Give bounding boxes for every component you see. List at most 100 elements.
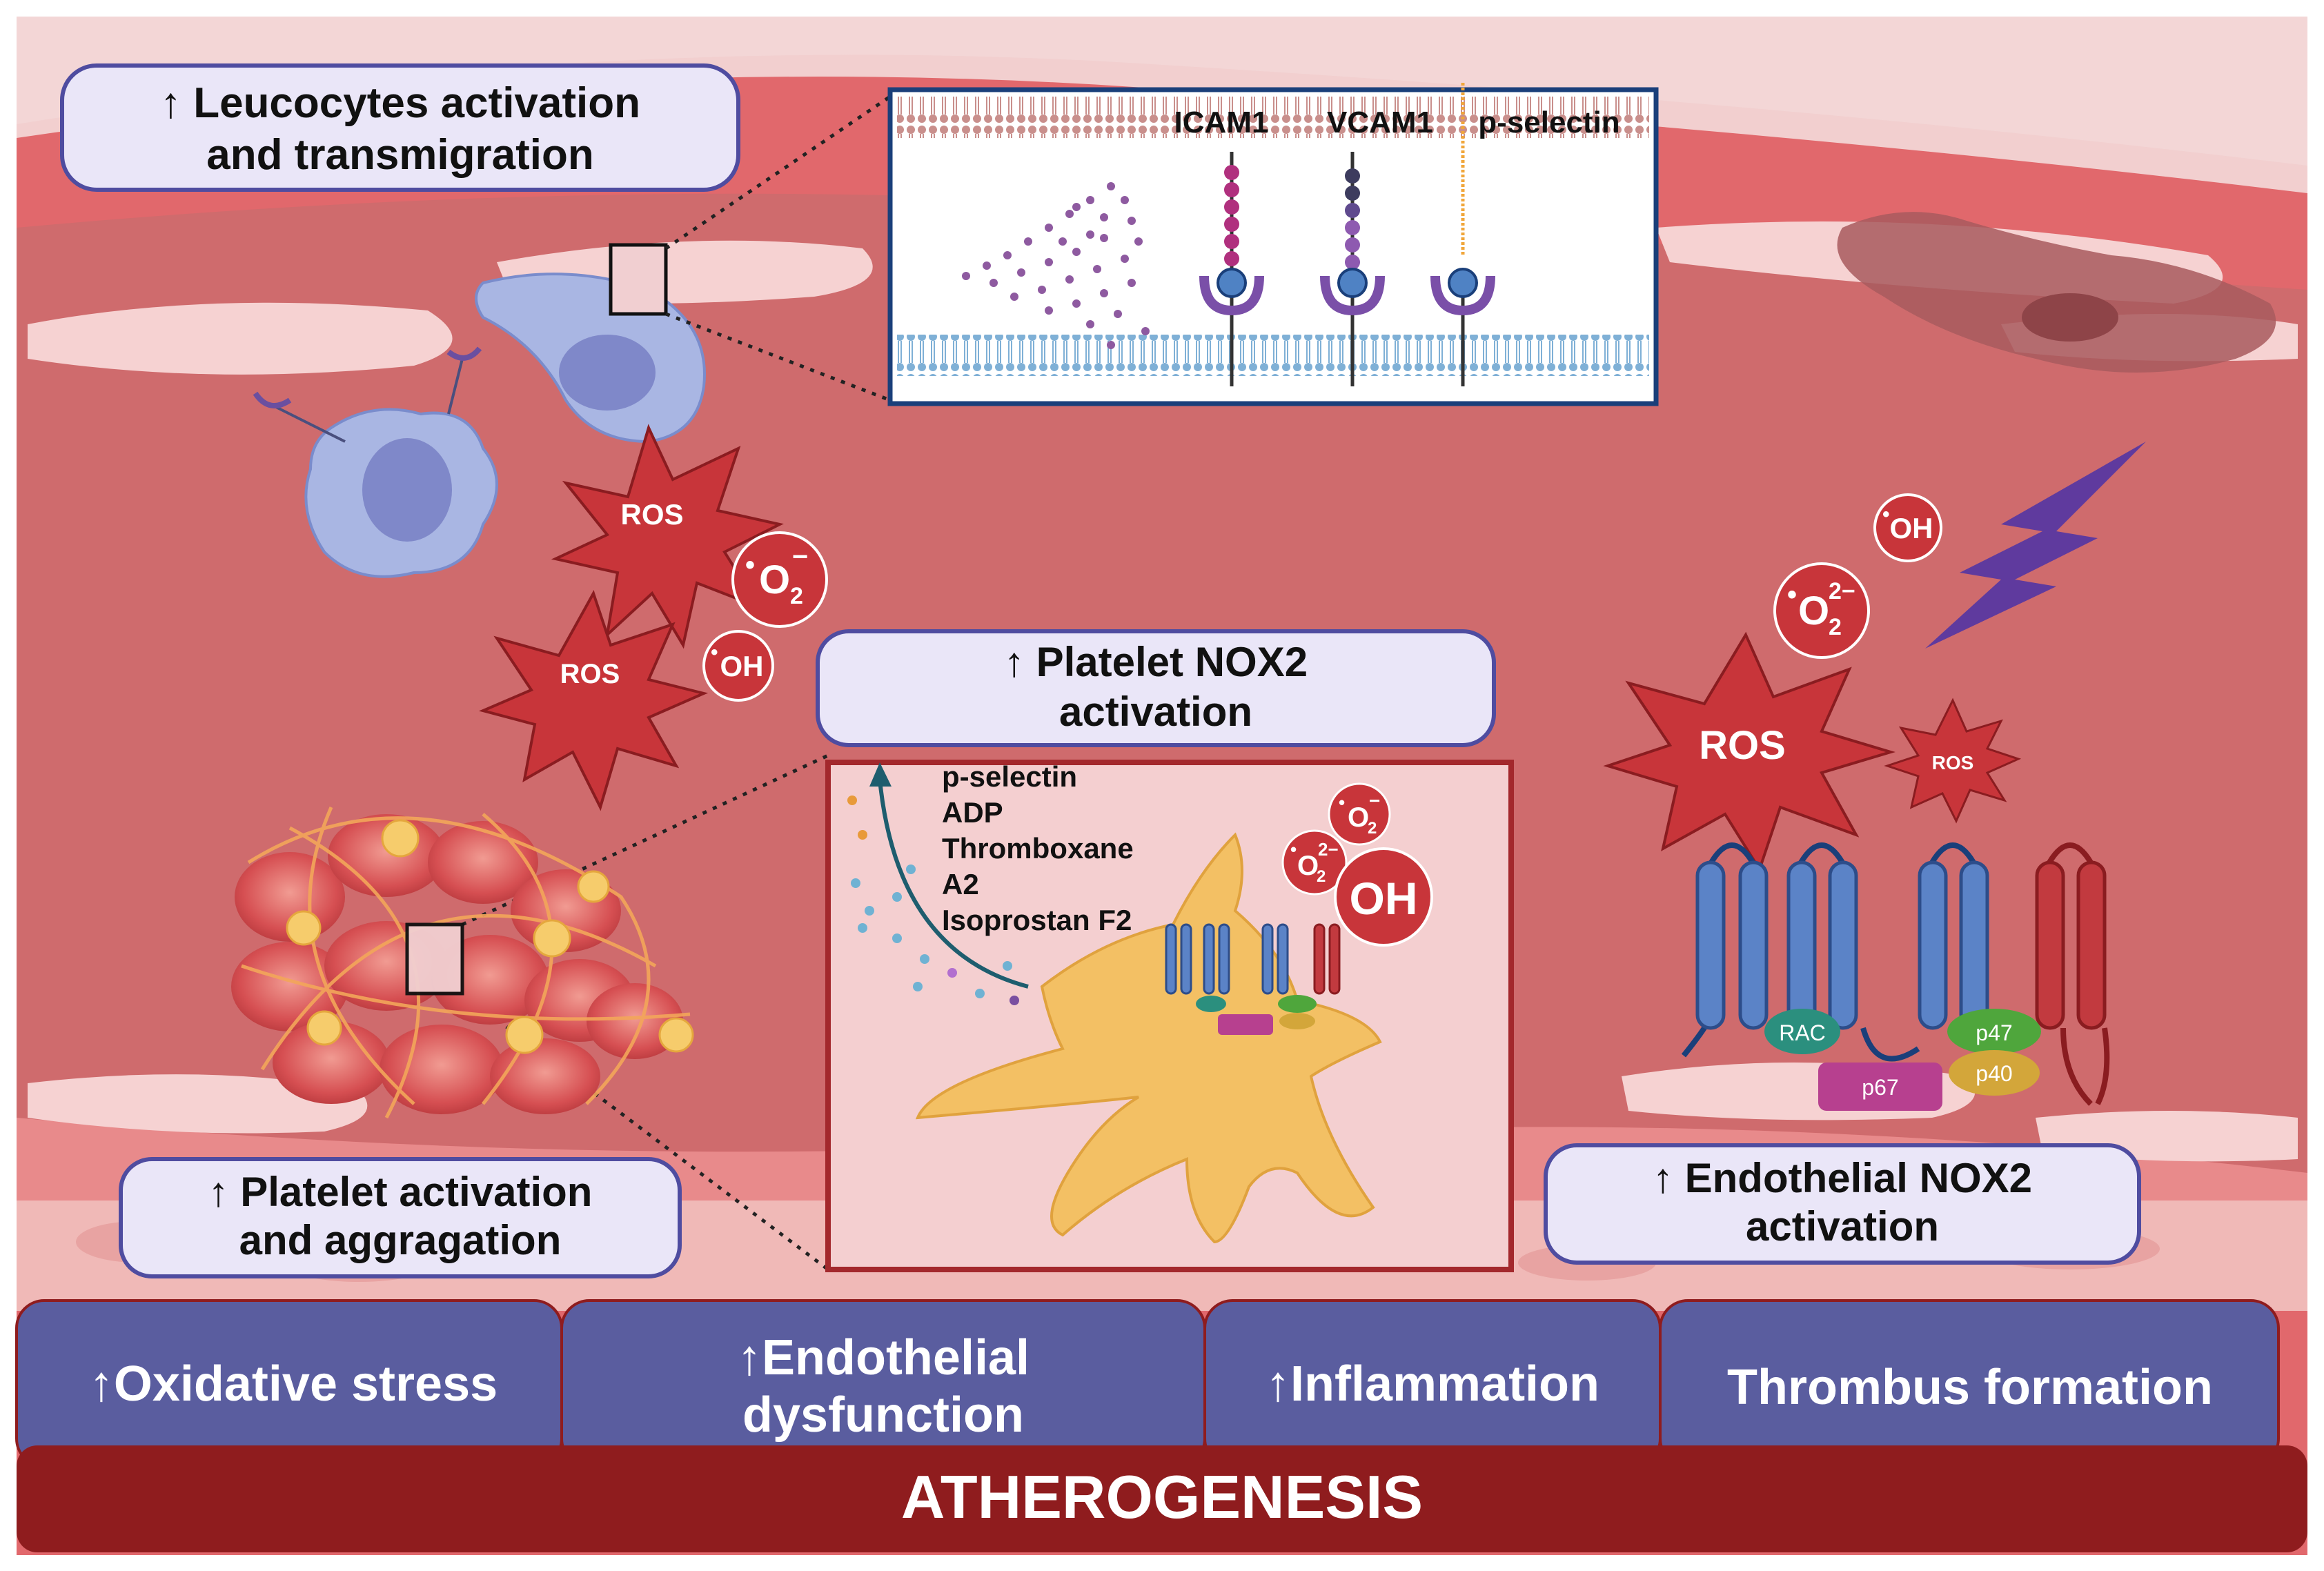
outcome-endothelial-label-line2: dysfunction bbox=[742, 1387, 1024, 1443]
mediator-label: Thromboxane bbox=[942, 832, 1134, 864]
callout-platelet-activation-line1: ↑ Platelet activation bbox=[208, 1169, 593, 1215]
outcome-endothelial-label-line1: ↑Endothelial bbox=[737, 1330, 1030, 1385]
ligand-dot bbox=[1100, 234, 1108, 242]
platelet-clot bbox=[231, 807, 694, 1119]
ligand-dot bbox=[1127, 279, 1136, 287]
granule-dot bbox=[906, 864, 916, 874]
footer-title: ATHEROGENESIS bbox=[901, 1463, 1423, 1531]
ligand-dot bbox=[962, 272, 970, 280]
granule-dot bbox=[892, 933, 902, 943]
p-selectin-receptor bbox=[1430, 83, 1495, 386]
callout-platelet-nox2-line2: activation bbox=[1059, 689, 1252, 735]
ligand-dot bbox=[1086, 196, 1094, 204]
adhesion-inset: ICAM1 VCAM1 p-selectin bbox=[887, 83, 1659, 406]
adhesion-label-vcam1: VCAM1 bbox=[1327, 106, 1433, 139]
released-granule-dots bbox=[847, 796, 1019, 1005]
ligand-dot bbox=[1045, 306, 1053, 315]
vcam1-receptor bbox=[1320, 152, 1385, 386]
ligand-dot bbox=[1045, 258, 1053, 266]
radical-dot: • bbox=[1882, 503, 1890, 526]
superoxide-superscript: − bbox=[792, 542, 808, 572]
ligand-dot bbox=[1065, 210, 1074, 218]
superoxide-subscript: 2 bbox=[790, 583, 803, 609]
radical-dot: • bbox=[711, 641, 718, 664]
callout-platelet-activation-line2: and aggragation bbox=[239, 1217, 562, 1263]
ligand-dot bbox=[1107, 182, 1115, 190]
ligand-dot bbox=[1065, 275, 1074, 284]
ligand-dot bbox=[1134, 237, 1143, 246]
ros-starburst-upper-left: ROS bbox=[551, 424, 784, 649]
superoxide-subscript: 2 bbox=[1317, 867, 1326, 886]
superoxide-superscript: − bbox=[1369, 790, 1380, 811]
ligand-dot bbox=[1017, 268, 1025, 277]
granule-dot bbox=[975, 989, 985, 998]
leucocyte-cells bbox=[253, 243, 706, 578]
callout-leucocytes-line2: and transmigration bbox=[206, 131, 594, 179]
hydroxyl-bubble-inset: OH bbox=[1334, 847, 1433, 947]
superoxide-symbol: O bbox=[1798, 589, 1829, 633]
ligand-dot bbox=[1010, 293, 1018, 301]
nox2-subunit-p40: p40 bbox=[1976, 1061, 2012, 1086]
granule-dot bbox=[913, 982, 923, 991]
superoxide-subscript: 2 bbox=[1829, 614, 1842, 640]
radical-dot: • bbox=[1339, 792, 1345, 813]
mediator-label: Isoprostan F2 bbox=[942, 904, 1132, 936]
ligand-dot bbox=[1003, 251, 1012, 259]
ligand-dot bbox=[1072, 203, 1081, 211]
ligand-dot bbox=[1093, 265, 1101, 273]
superoxide-superscript: 2− bbox=[1318, 839, 1339, 860]
nox2-subunit-p47: p47 bbox=[1976, 1020, 2012, 1045]
mediator-label: p-selectin bbox=[942, 760, 1077, 793]
callout-endothelial-nox2-line2: activation bbox=[1746, 1203, 1939, 1249]
callout-leucocytes: ↑ Leucocytes activation and transmigrati… bbox=[60, 63, 740, 192]
lightning-bolt bbox=[1925, 442, 2146, 649]
scattered-ligand-dots bbox=[962, 182, 1150, 349]
hydroxyl-symbol: OH bbox=[1890, 512, 1933, 544]
ligand-dot bbox=[1100, 289, 1108, 297]
ros-label: ROS bbox=[1699, 723, 1786, 768]
ligand-dot bbox=[1072, 299, 1081, 308]
radical-dot: • bbox=[1787, 580, 1797, 610]
granule-dot bbox=[1010, 996, 1019, 1005]
superoxide-subscript: 2 bbox=[1368, 819, 1377, 838]
superoxide-bubble-left: • O 2 − bbox=[731, 531, 828, 628]
ligand-dot bbox=[1086, 320, 1094, 328]
outcome-inflammation-label: ↑Inflammation bbox=[1266, 1356, 1599, 1412]
superoxide-symbol: O bbox=[1348, 802, 1369, 833]
granule-dot bbox=[865, 906, 874, 916]
granule-dot bbox=[892, 892, 902, 902]
granule-dot bbox=[858, 830, 867, 840]
callout-platelet-nox2: ↑ Platelet NOX2 activation bbox=[816, 629, 1496, 747]
granule-dot bbox=[851, 878, 860, 888]
superoxide-bubble-right: • O 2 2− bbox=[1773, 562, 1870, 659]
ros-label: ROS bbox=[560, 659, 620, 689]
ligand-dot bbox=[1121, 196, 1129, 204]
callout-endothelial-nox2-line1: ↑ Endothelial NOX2 bbox=[1653, 1155, 2032, 1201]
ros-label: ROS bbox=[620, 498, 683, 531]
superoxide-superscript: 2− bbox=[1829, 578, 1855, 604]
callout-endothelial-nox2: ↑ Endothelial NOX2 activation bbox=[1544, 1143, 2141, 1265]
granule-dot bbox=[947, 968, 957, 978]
ligand-dot bbox=[1121, 255, 1129, 263]
callout-leucocytes-line1: ↑ Leucocytes activation bbox=[160, 79, 640, 127]
ligand-dot bbox=[1127, 217, 1136, 225]
hydroxyl-symbol: OH bbox=[1350, 873, 1418, 924]
platelet-nox2-complex bbox=[1165, 923, 1341, 1035]
adhesion-label-p-selectin: p-selectin bbox=[1478, 106, 1619, 139]
adhesion-label-icam1: ICAM1 bbox=[1174, 106, 1269, 139]
granule-dot bbox=[1003, 961, 1012, 971]
atherogenesis-footer: ATHEROGENESIS bbox=[17, 1445, 2307, 1552]
ligand-dot bbox=[1086, 230, 1094, 239]
superoxide-bubble-inset-1: • O 2 − bbox=[1328, 782, 1391, 846]
mediator-label: A2 bbox=[942, 868, 979, 900]
platelet-inset: p-selectin ADP Thromboxane A2 Isoprostan… bbox=[825, 760, 1514, 1272]
outcome-bar-row: ↑Oxidative stress ↑Endothelial dysfuncti… bbox=[15, 1299, 2280, 1468]
ligand-dot bbox=[1114, 310, 1122, 318]
ligand-dot bbox=[989, 279, 998, 287]
ligand-dot bbox=[1058, 237, 1067, 246]
superoxide-bubble-inset-2: • O 2 2− bbox=[1281, 829, 1348, 896]
granule-dot bbox=[858, 923, 867, 933]
outcome-thrombus-label: Thrombus formation bbox=[1727, 1360, 2213, 1415]
ligand-dot bbox=[1107, 341, 1115, 349]
